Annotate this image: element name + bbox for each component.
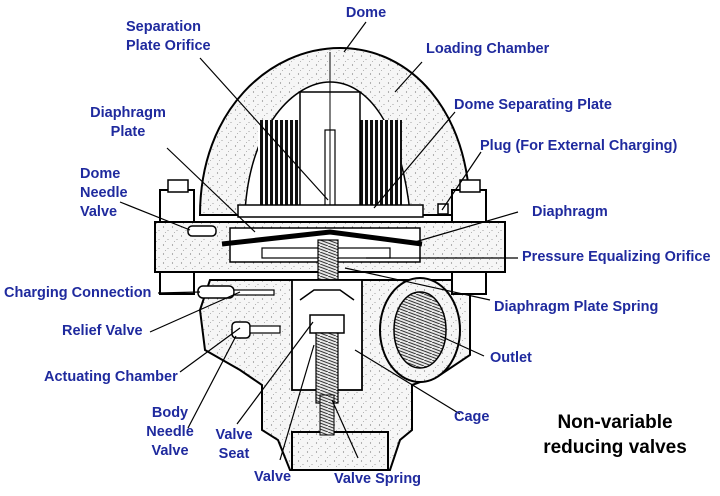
label-body-needle-valve-line-2: Needle	[146, 424, 194, 440]
label-diaphragm-plate-spring: Diaphragm Plate Spring	[494, 299, 659, 315]
label-dome-separating-plate: Dome Separating Plate	[454, 97, 612, 113]
label-diaphragm: Diaphragm	[532, 204, 608, 220]
label-dome: Dome	[345, 5, 387, 21]
label-dome-needle-valve: Dome Needle Valve	[80, 165, 128, 222]
diagram-caption-line-2: reducing valves	[543, 437, 687, 458]
bolts	[159, 179, 487, 295]
label-dome-needle-valve-line-3: Valve	[80, 204, 118, 220]
label-diaphragm-plate-line-1: Diaphragm	[90, 105, 166, 121]
label-body-needle-valve-line-1: Body	[151, 405, 189, 421]
label-relief-valve: Relief Valve	[62, 323, 143, 339]
label-separation-plate-orifice-line-1: Separation	[126, 19, 201, 35]
label-body-needle-valve-line-3: Valve	[151, 443, 189, 459]
label-loading-chamber: Loading Chamber	[426, 41, 550, 57]
outlet-port	[379, 277, 461, 383]
label-diaphragm-plate: Diaphragm Plate	[76, 104, 180, 142]
label-valve: Valve	[254, 469, 292, 485]
label-pressure-equalizing-orifice: Pressure Equalizing Orifice	[522, 249, 711, 265]
leader-lines	[119, 21, 519, 461]
label-valve-seat-line-2: Seat	[218, 446, 250, 462]
diagram-caption-line-1: Non-variable	[557, 412, 673, 433]
label-plug: Plug (For External Charging)	[480, 138, 678, 154]
label-separation-plate-orifice-line-2: Plate Orifice	[126, 38, 211, 54]
diagram-caption: Non-variable reducing valves	[530, 410, 700, 460]
dome-separating-plate	[237, 204, 424, 218]
label-outlet: Outlet	[490, 350, 532, 366]
label-separation-plate-orifice: Separation Plate Orifice	[126, 18, 211, 56]
label-charging-connection: Charging Connection	[4, 285, 152, 301]
dome-body	[198, 46, 472, 216]
label-actuating-chamber: Actuating Chamber	[44, 369, 178, 385]
label-cage: Cage	[454, 409, 490, 425]
valve-stem-and-cage	[291, 279, 363, 436]
label-valve-seat: Valve Seat	[206, 426, 262, 464]
label-valve-spring: Valve Spring	[334, 471, 422, 487]
label-dome-needle-valve-line-1: Dome	[80, 166, 121, 182]
label-diaphragm-plate-line-2: Plate	[110, 124, 146, 140]
label-dome-needle-valve-line-2: Needle	[80, 185, 128, 201]
label-body-needle-valve: Body Needle Valve	[138, 404, 202, 461]
label-valve-seat-line-1: Valve	[215, 427, 253, 443]
flange	[154, 221, 506, 281]
